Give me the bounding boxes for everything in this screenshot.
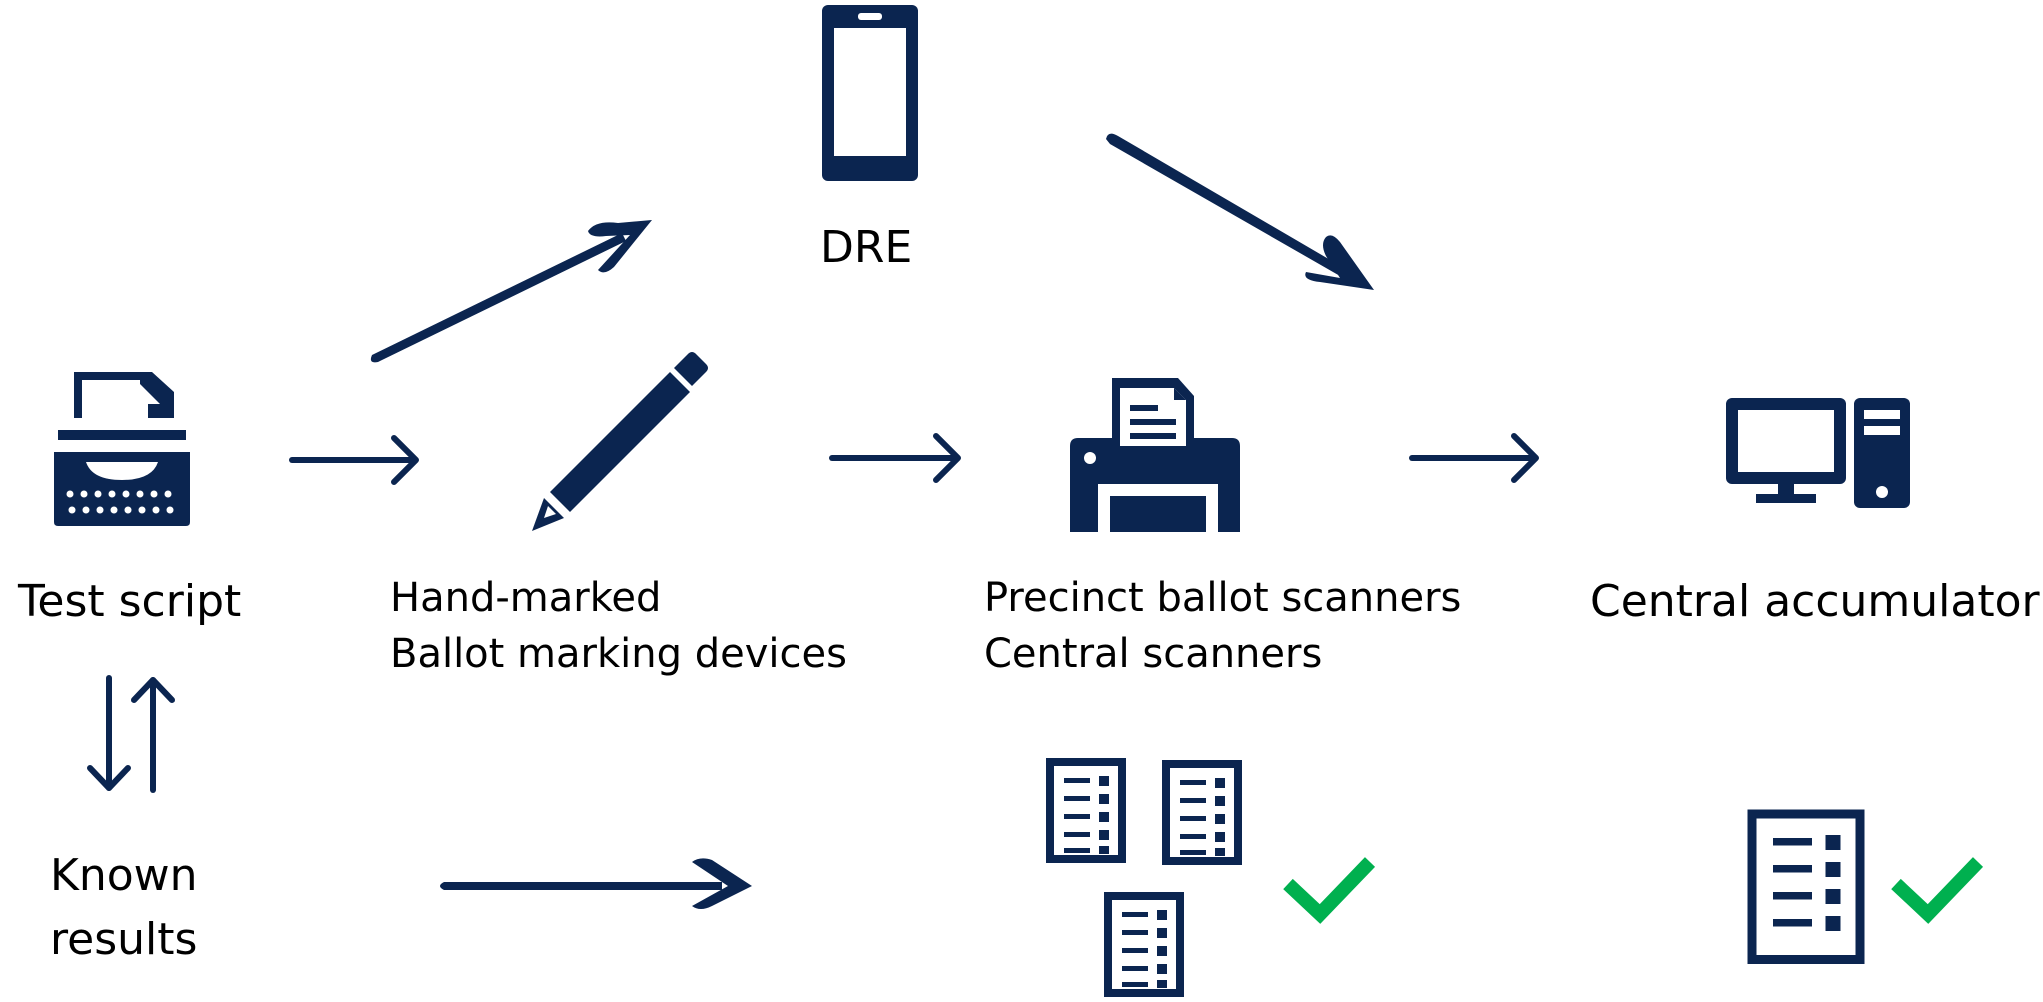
ballot-report-icon bbox=[1050, 762, 1122, 859]
dre-label: DRE bbox=[820, 222, 913, 273]
ballot-report-icon bbox=[1108, 896, 1180, 993]
smartphone-icon bbox=[822, 5, 918, 181]
arrow-known-results-to-reports bbox=[440, 858, 752, 909]
arrow-marking-to-scanners bbox=[829, 433, 961, 483]
marking-label: Hand-marked Ballot marking devices bbox=[390, 575, 847, 677]
ballot-report-icon bbox=[1166, 764, 1238, 861]
arrow-test-script-to-marking bbox=[289, 435, 419, 485]
swap-arrows-icon bbox=[87, 675, 175, 793]
scanner-reports bbox=[1050, 762, 1238, 993]
scanners-label: Precinct ballot scanners Central scanner… bbox=[984, 575, 1462, 677]
accumulator-report bbox=[1747, 809, 1865, 964]
printer-icon bbox=[1070, 378, 1240, 532]
accumulator-label: Central accumulator bbox=[1590, 576, 2040, 627]
arrow-test-script-to-dre bbox=[370, 220, 652, 363]
typewriter-icon bbox=[54, 372, 190, 526]
checkmark-icon bbox=[1283, 857, 1376, 924]
checkmark-icon bbox=[1891, 857, 1984, 924]
arrow-scanners-to-accumulator bbox=[1409, 433, 1539, 483]
arrow-dre-to-accumulator bbox=[1106, 133, 1374, 290]
test-script-label: Test script bbox=[18, 576, 242, 627]
desktop-computer-icon bbox=[1726, 398, 1910, 508]
ballot-report-icon bbox=[1747, 809, 1865, 964]
pencil-icon bbox=[532, 352, 708, 531]
known-results-label: Known results bbox=[50, 850, 198, 965]
